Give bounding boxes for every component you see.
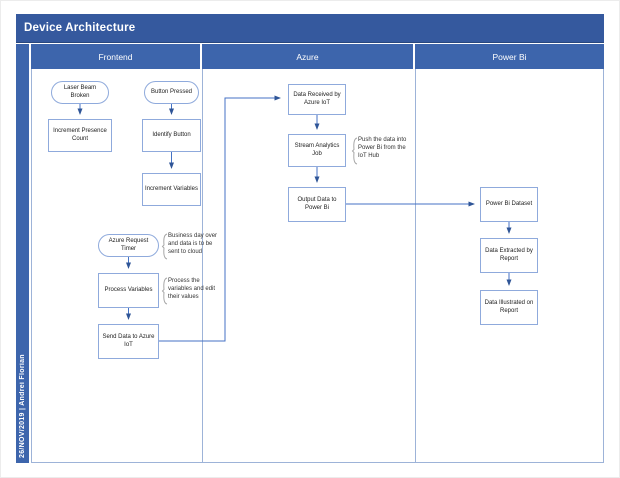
lane-header-frontend[interactable]: Frontend	[31, 44, 200, 69]
process-stream-analytics-job[interactable]: Stream Analytics Job	[288, 134, 346, 167]
comment-process: Process the variables and edit their val…	[168, 277, 220, 301]
comment-push: Push the data into Power Bi from the IoT…	[358, 136, 412, 160]
process-process-variables[interactable]: Process Variables	[98, 273, 159, 308]
process-send-data-to-azure-iot[interactable]: Send Data to Azure IoT	[98, 324, 159, 359]
terminator-laser-beam-broken[interactable]: Laser Beam Broken	[51, 81, 109, 104]
lane-divider-frontend-azure	[202, 69, 203, 462]
sidebar-caption: 26/NOV/2019 | Andrei Florian	[19, 354, 26, 458]
node-label: Increment Presence Count	[53, 127, 107, 142]
lane-header-powerbi[interactable]: Power Bi	[415, 44, 604, 69]
process-increment-presence-count[interactable]: Increment Presence Count	[48, 119, 112, 152]
terminator-button-pressed[interactable]: Button Pressed	[144, 81, 199, 104]
node-label: Data Illustrated on Report	[484, 299, 534, 314]
node-label: Process Variables	[104, 286, 153, 293]
comment-text: Business day over and data is to be sent…	[168, 233, 218, 256]
process-data-extracted-by-report[interactable]: Data Extracted by Report	[480, 238, 538, 273]
node-label: Button Pressed	[150, 88, 193, 95]
diagram-title-bar[interactable]: Device Architecture	[16, 14, 604, 43]
lane-header-azure[interactable]: Azure	[202, 44, 413, 69]
node-label: Identify Button	[152, 131, 191, 138]
process-output-data-to-power-bi[interactable]: Output Data to Power Bi	[288, 187, 346, 222]
sidebar-strip: 26/NOV/2019 | Andrei Florian	[16, 44, 29, 463]
node-label: Laser Beam Broken	[63, 84, 97, 99]
lane-label-frontend: Frontend	[98, 51, 133, 62]
node-label: Azure Request Timer	[108, 237, 149, 252]
node-label: Send Data to Azure IoT	[102, 333, 155, 348]
process-identify-button[interactable]: Identify Button	[142, 119, 201, 152]
node-label: Power Bi Dataset	[485, 200, 533, 207]
diagram-title: Device Architecture	[24, 22, 136, 34]
node-label: Data Received by Azure IoT	[293, 91, 341, 106]
process-power-bi-dataset[interactable]: Power Bi Dataset	[480, 187, 538, 222]
node-label: Increment Variables	[145, 185, 198, 192]
comment-text: Push the data into Power Bi from the IoT…	[358, 137, 407, 160]
node-label: Data Extracted by Report	[485, 247, 533, 262]
comment-timer: Business day over and data is to be sent…	[168, 232, 220, 256]
node-label: Stream Analytics Job	[294, 142, 340, 157]
lane-label-powerbi: Power Bi	[492, 51, 527, 62]
lane-divider-azure-powerbi	[415, 69, 416, 462]
comment-text: Process the variables and edit their val…	[168, 278, 216, 301]
lane-label-azure: Azure	[296, 51, 319, 62]
node-label: Output Data to Power Bi	[297, 196, 337, 211]
terminator-azure-request-timer[interactable]: Azure Request Timer	[98, 234, 159, 257]
process-data-received-by-azure-iot[interactable]: Data Received by Azure IoT	[288, 84, 346, 115]
process-increment-variables[interactable]: Increment Variables	[142, 173, 201, 206]
process-data-illustrated-on-report[interactable]: Data Illustrated on Report	[480, 290, 538, 325]
